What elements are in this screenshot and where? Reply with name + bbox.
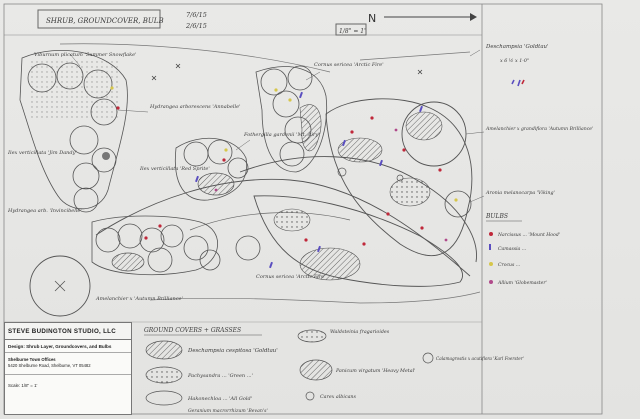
client-name: Shelburne Town Offices — [8, 357, 56, 362]
gc-label-4: Geranium macrorrhizum 'Bevan's' — [188, 408, 268, 414]
label-fothergilla: Fothergilla gardenii 'Mt. Airy' — [243, 132, 320, 138]
bulb-swatch-1 — [489, 232, 493, 236]
label-ilex-left: Ilex verticillata 'Jim Dandy' — [7, 150, 77, 156]
bulb-label-2: Camassia ... — [498, 246, 527, 252]
label-amelanchier-right: Amelanchier x grandiflora 'Autumn Brilli… — [485, 126, 593, 132]
north-arrowhead — [470, 13, 477, 21]
lawn-edge-upper — [239, 156, 477, 263]
design-title: Design: Shrub Layer, Groundcovers, and B… — [5, 340, 131, 353]
aronia-shrub — [444, 190, 472, 218]
label-ilex-red: Ilex verticillata 'Red Sprite' — [139, 166, 210, 172]
label-cornus-bottom: Cornus sericea 'Arctic Fire' — [256, 274, 326, 280]
label-cornus-top: Cornus sericea 'Arctic Fire' — [314, 62, 384, 68]
label-aronia: Aronia melanocarpa 'Viking' — [485, 190, 555, 196]
gc-label-1: Deschampsia cespitosa 'Goldtau' — [187, 348, 278, 354]
bed-left-lower — [91, 215, 218, 276]
client-address: 5420 Shelburne Road, Shelburne, VT 05482 — [8, 363, 91, 368]
gc-label-6: Panicum virgatum 'Heavy Metal' — [335, 368, 415, 374]
bulb-label-3: Crocus ... — [498, 262, 521, 268]
bulb-swatch-3 — [489, 262, 493, 266]
sheet-label: SHRUB, GROUNDCOVER, BULB — [46, 17, 164, 25]
studio-name: STEVE BUDINGTON STUDIO, LLC — [5, 323, 131, 340]
scale-note: 1/8" = 1' — [339, 28, 366, 35]
label-hydrangea-low: Hydrangea arb. 'Invincibelle' — [7, 208, 82, 214]
gc-label-5: Waldsteinia fragarioides — [330, 329, 390, 335]
gc-label-7: Calamagrostis x acutiflora 'Karl Foerste… — [436, 356, 524, 361]
bulb-label-4: Allium 'Globemaster' — [497, 280, 547, 286]
bed-top-center — [255, 66, 328, 173]
gc-label-3: Hakonechloa ... 'All Gold' — [187, 396, 252, 402]
lawn-edge-lower — [95, 178, 471, 277]
bed-right-large — [325, 98, 473, 256]
label-deschampsia-top: Deschampsia 'Goldtau' — [485, 44, 549, 50]
label-viburnum: Viburnum plicatum 'Summer Snowflake' — [34, 52, 137, 58]
label-hydrangea-arborescens: Hydrangea arborescens 'Annabelle' — [149, 104, 240, 110]
bed-lower-center — [253, 195, 463, 287]
bulb-swatch-2 — [489, 244, 491, 250]
bulbs-heading: BULBS — [485, 213, 508, 220]
north-label: N — [368, 12, 376, 25]
sheet-border — [3, 3, 603, 415]
scale-note-box — [335, 23, 367, 36]
amelanchier-bottom-canopy — [29, 255, 91, 317]
gc-label-2: Pachysandra ... 'Green ...' — [187, 373, 253, 379]
label-deschampsia-note: x 6 ½ x 1-0" — [500, 57, 529, 64]
label-amelanchier-bottom: Amelanchier x 'Autumn Brilliance' — [95, 296, 183, 302]
bed-center-left — [174, 137, 248, 201]
date-2: 2/6/15 — [185, 22, 207, 30]
bulb-markers — [110, 86, 458, 269]
gc-label-8: Carex albicans — [320, 394, 357, 400]
groundcovers-heading: GROUND COVERS + GRASSES — [144, 327, 241, 334]
title-block: STEVE BUDINGTON STUDIO, LLC Design: Shru… — [4, 322, 132, 415]
bed-left-upper — [19, 49, 128, 210]
drawing-scale: Scale: 1/8" = 1' — [5, 374, 131, 388]
bulb-swatch-4 — [489, 280, 493, 284]
sheet-label-box — [37, 9, 161, 29]
date-1: 7/6/15 — [186, 11, 207, 19]
bulb-label-1: Narcissus ... 'Mount Hood' — [497, 232, 560, 238]
